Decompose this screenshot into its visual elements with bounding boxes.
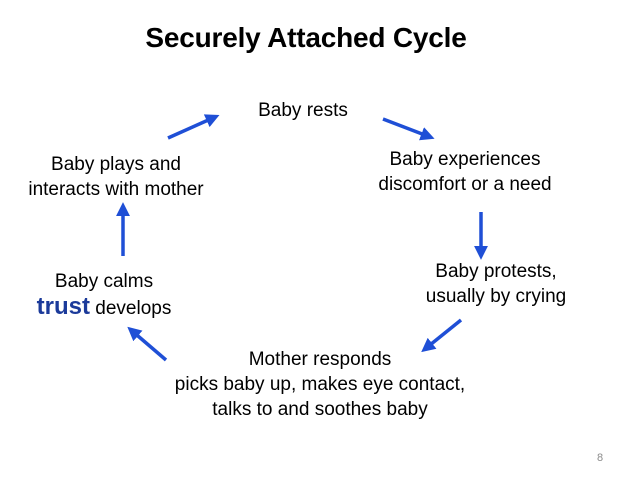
cycle-step-baby-experiences-discomfort: Baby experiences discomfort or a need — [365, 147, 565, 197]
arrow-respond-to-calm — [127, 326, 168, 362]
cycle-step-text: talks to and soothes baby — [212, 399, 428, 420]
cycle-step-text: Baby experiences — [389, 149, 541, 170]
cycle-step-text: usually by crying — [425, 286, 567, 307]
cycle-step-text: picks baby up, makes eye contact, — [174, 374, 466, 395]
slide-title: Securely Attached Cycle — [145, 22, 467, 53]
cycle-step-text: Baby protests, — [435, 261, 557, 282]
cycle-step-baby-plays: Baby plays and interacts with mother — [6, 152, 226, 202]
page-number: 8 — [596, 452, 604, 464]
cycle-step-baby-calms: Baby calms trust develops — [14, 269, 194, 321]
arrow-protest-to-respond — [421, 318, 463, 353]
cycle-step-text: interacts with mother — [28, 179, 204, 200]
cycle-step-text: Baby rests — [258, 100, 348, 121]
cycle-step-mother-responds: Mother responds picks baby up, makes eye… — [120, 347, 520, 422]
arrow-play-to-rest — [167, 114, 220, 140]
trust-emphasis: trust — [36, 293, 90, 320]
trust-develops-line: trust develops — [14, 294, 194, 321]
cycle-step-baby-rests: Baby rests — [203, 98, 403, 123]
cycle-step-text: discomfort or a need — [378, 174, 552, 195]
cycle-step-text: develops — [90, 298, 172, 319]
cycle-step-text: Baby calms — [54, 271, 154, 292]
cycle-step-text: Baby plays and — [51, 154, 181, 175]
cycle-step-text: Mother responds — [248, 349, 392, 370]
arrow-rest-to-discomfort — [382, 117, 435, 141]
cycle-step-baby-protests: Baby protests, usually by crying — [396, 259, 596, 309]
